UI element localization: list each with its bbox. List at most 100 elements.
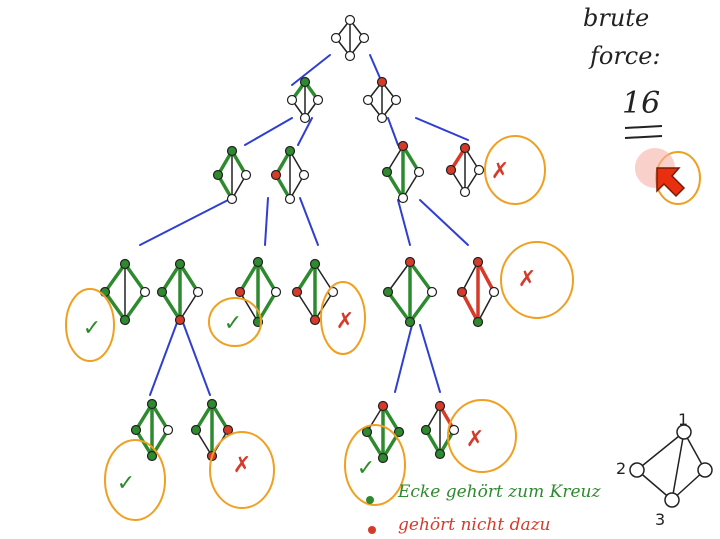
result-ellipse [65, 288, 115, 362]
result-ellipse [344, 424, 406, 506]
graph-vertex [426, 286, 438, 298]
graph-vertex [298, 169, 310, 181]
graph-vertex [212, 169, 224, 181]
graph-vertex [361, 426, 373, 438]
graph-vertex [299, 76, 311, 88]
check-mark-icon: ✓ [83, 316, 101, 341]
graph-vertex [390, 94, 402, 106]
tree-edge [264, 197, 269, 246]
tree-edge [394, 324, 413, 393]
graph-vertex [459, 142, 471, 154]
graph-vertex [162, 424, 174, 436]
graph-vertex [381, 166, 393, 178]
graph-vertex [377, 452, 389, 464]
tree-edge [181, 319, 211, 396]
graph-edge [460, 290, 480, 324]
tree-edge [415, 117, 469, 141]
graph-vertex [376, 112, 388, 124]
graph-vertex [252, 256, 264, 268]
graph-vertex [488, 286, 500, 298]
graph-vertex [174, 314, 186, 326]
graph-vertex [291, 286, 303, 298]
graph-vertex [270, 169, 282, 181]
legend-green-dot [366, 496, 374, 504]
graph-edge [314, 291, 334, 321]
tree-edge [397, 199, 411, 246]
graph-vertex [270, 286, 282, 298]
graph-edge [123, 290, 147, 322]
graph-vertex [473, 164, 485, 176]
graph-edge [103, 290, 127, 322]
graph-vertex [156, 286, 168, 298]
graph-vertex [130, 424, 142, 436]
legend-not-in-cut-text: gehört nicht dazu [398, 515, 551, 535]
graph-vertex [309, 314, 321, 326]
tree-edge [369, 54, 381, 79]
note-force: force: [590, 42, 661, 70]
note-brute: brute [583, 4, 650, 32]
reference-graph-vertex [697, 462, 713, 478]
graph-edge [103, 262, 127, 294]
graph-edge [477, 291, 495, 323]
graph-vertex [472, 256, 484, 268]
graph-vertex [393, 426, 405, 438]
reference-graph-vertex [664, 492, 680, 508]
graph-vertex [146, 398, 158, 410]
graph-vertex [234, 286, 246, 298]
graph-vertex [192, 286, 204, 298]
graph-vertex [434, 448, 446, 460]
result-ellipse [500, 241, 574, 319]
graph-vertex [226, 145, 238, 157]
graph-vertex [286, 94, 298, 106]
graph-edge [160, 262, 182, 294]
result-ellipse [447, 399, 517, 473]
graph-edge [408, 290, 434, 324]
reference-graph-vertex [676, 424, 692, 440]
graph-edge [160, 290, 182, 322]
check-mark-icon: ✓ [224, 311, 242, 336]
graph-edge [238, 260, 260, 294]
graph-edge [179, 291, 199, 321]
graph-vertex [222, 424, 234, 436]
graph-vertex [299, 112, 311, 124]
graph-vertex [309, 258, 321, 270]
graph-edge [295, 262, 317, 294]
legend-in-cut-text: Ecke gehört zum Kreuz [398, 482, 601, 502]
vertex-label-3: 3 [655, 510, 666, 529]
graph-vertex [397, 192, 409, 204]
graph-vertex [362, 94, 374, 106]
note-equals-line [624, 125, 663, 129]
tree-edge [419, 199, 469, 246]
tree-edge [299, 197, 319, 246]
vertex-label-2: 2 [616, 459, 627, 478]
tree-edge [387, 117, 399, 146]
tree-edge [297, 117, 313, 146]
graph-vertex [420, 424, 432, 436]
graph-vertex [240, 169, 252, 181]
reference-graph-edge [671, 431, 685, 501]
graph-vertex [382, 286, 394, 298]
graph-vertex [344, 14, 356, 26]
vertex-label-1: 1 [678, 410, 689, 429]
graph-vertex [190, 424, 202, 436]
check-mark-icon: ✓ [357, 456, 375, 481]
graph-vertex [226, 193, 238, 205]
graph-vertex [174, 258, 186, 270]
graph-edge [386, 290, 412, 324]
tree-edge [139, 197, 233, 246]
graph-vertex [358, 32, 370, 44]
graph-vertex [284, 193, 296, 205]
reference-graph-vertex [629, 462, 645, 478]
graph-vertex [119, 258, 131, 270]
result-ellipse [104, 439, 166, 521]
cross-mark-icon: ✗ [233, 453, 251, 478]
graph-edge [296, 291, 316, 321]
result-ellipse [208, 297, 262, 347]
graph-edge [314, 263, 334, 293]
tree-edge [149, 319, 179, 396]
graph-vertex [404, 256, 416, 268]
result-ellipse [320, 281, 366, 355]
graph-vertex [330, 32, 342, 44]
note-count: 16 [622, 86, 661, 121]
